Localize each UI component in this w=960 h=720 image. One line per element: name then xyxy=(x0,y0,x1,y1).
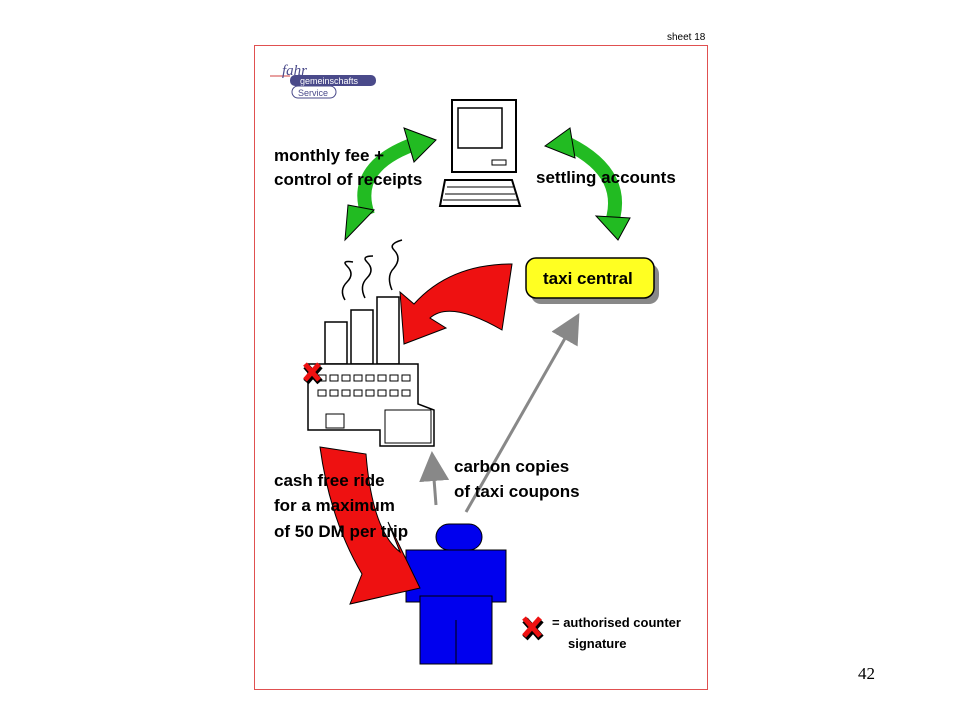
grey-arrow-to-taxi-central xyxy=(464,312,580,513)
label-settling-accounts: settling accounts xyxy=(536,168,676,187)
label-monthly-fee: monthly fee + xyxy=(274,146,384,165)
page-number: 42 xyxy=(858,664,875,683)
green-double-arrow-right xyxy=(543,127,631,241)
computer-icon xyxy=(438,99,522,207)
red-arrow-to-factory xyxy=(399,263,513,345)
legend-signature-icon xyxy=(522,616,544,641)
taxi-central-box: taxi central xyxy=(525,257,659,304)
company-logo: fahr gemeinschafts Service xyxy=(270,63,376,99)
label-cash-free-ride: cash free ride xyxy=(274,471,385,490)
red-arrow-to-person xyxy=(319,446,421,605)
factory-icon xyxy=(307,239,435,447)
grey-arrow-up xyxy=(419,451,450,506)
label-maximum: for a maximum xyxy=(274,496,395,515)
label-control-receipts: control of receipts xyxy=(274,170,422,189)
person-icon xyxy=(405,523,507,665)
logo-text-service: Service xyxy=(298,88,328,98)
label-taxi-central: taxi central xyxy=(543,269,633,288)
signature-mark-icon xyxy=(303,362,323,385)
label-carbon-copies: carbon copies xyxy=(454,457,569,476)
label-50-dm: of 50 DM per trip xyxy=(274,522,408,541)
legend-text-1: = authorised counter xyxy=(552,615,681,630)
label-taxi-coupons: of taxi coupons xyxy=(454,482,580,501)
logo-text-gemeinschafts: gemeinschafts xyxy=(300,76,359,86)
sheet-label: sheet 18 xyxy=(667,32,706,43)
slide-frame xyxy=(254,45,708,690)
green-double-arrow-left xyxy=(344,127,437,242)
legend-text-2: signature xyxy=(568,636,627,651)
